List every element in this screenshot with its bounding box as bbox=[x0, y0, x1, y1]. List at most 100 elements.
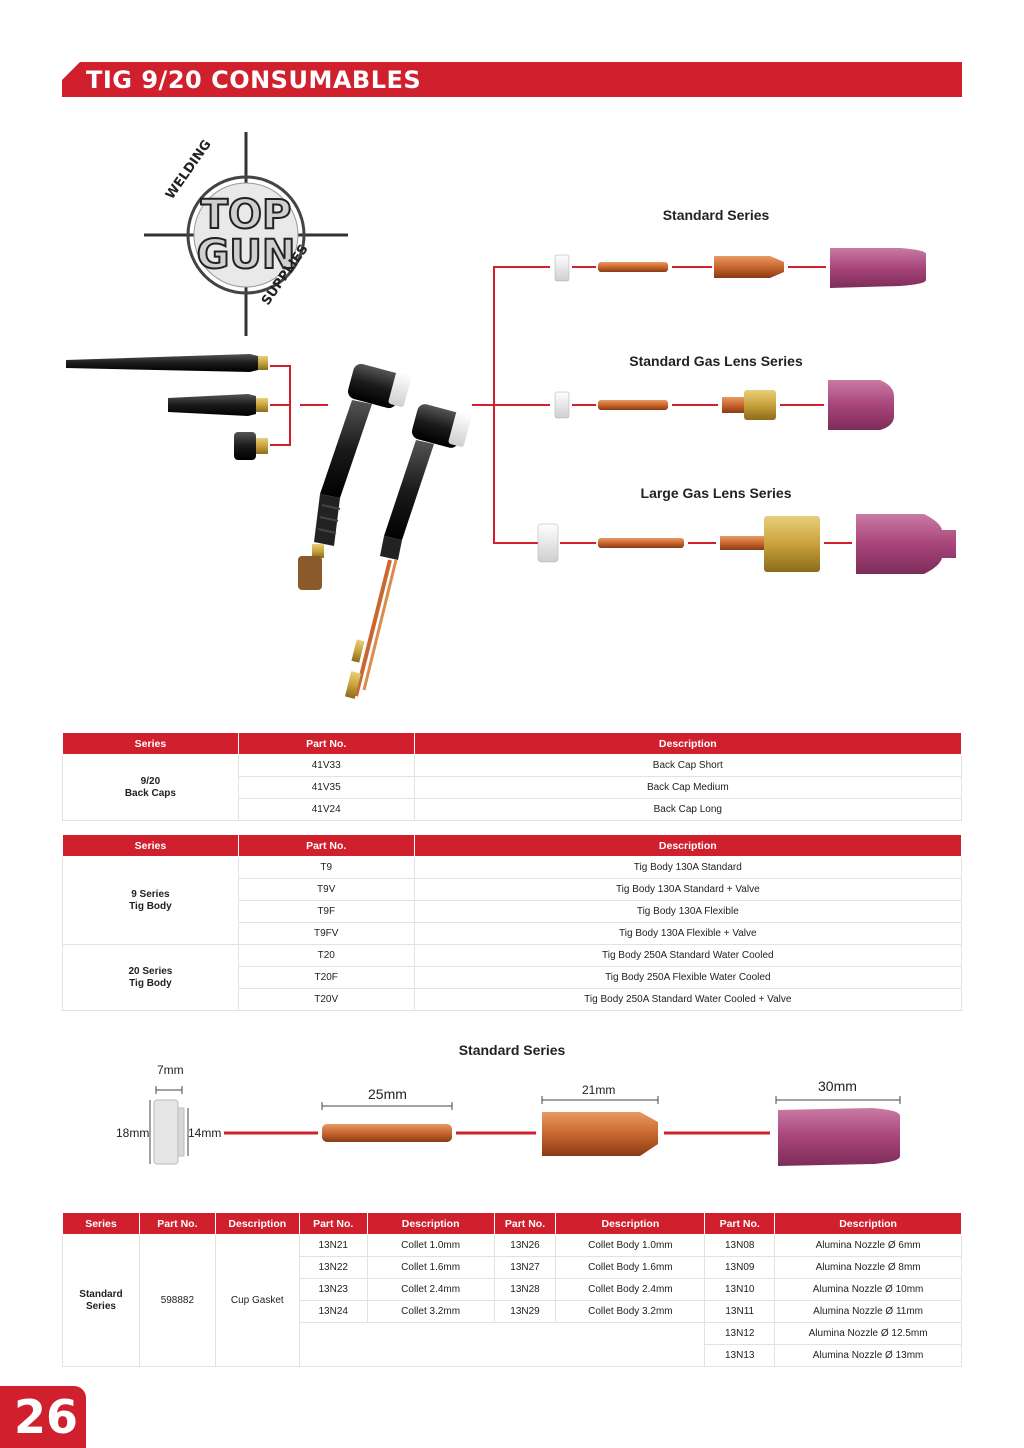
logo-word-top: TOP bbox=[201, 192, 292, 238]
part-cell: T9 bbox=[237, 856, 415, 879]
collet-drawing bbox=[321, 1102, 453, 1142]
dimensions-title: Standard Series bbox=[458, 1042, 566, 1058]
group-cell-9-series: 9 Series Tig Body bbox=[62, 856, 239, 945]
part-cell: 41V24 bbox=[237, 798, 415, 821]
col-header-part: Part No. bbox=[237, 834, 415, 857]
desc-cell: Collet 2.4mm bbox=[366, 1278, 495, 1301]
col-header-part: Part No. bbox=[138, 1212, 216, 1235]
cup-gasket-drawing bbox=[149, 1086, 189, 1165]
table-row: Standard Series 598882 Cup Gasket 13N21 … bbox=[62, 1234, 962, 1367]
empty-cell bbox=[298, 1322, 706, 1367]
back-caps-table: Series Part No. Description 9/20 Back Ca… bbox=[62, 732, 963, 821]
gasket-part-cell: 598882 bbox=[138, 1234, 216, 1367]
part-cell: 13N12 bbox=[704, 1322, 776, 1345]
col-header-part: Part No. bbox=[704, 1212, 776, 1235]
desc-cell: Tig Body 250A Flexible Water Cooled bbox=[413, 966, 963, 989]
col-header-series: Series bbox=[62, 834, 239, 857]
table-row: T20V Tig Body 250A Standard Water Cooled… bbox=[63, 988, 963, 1011]
collet-body-drawing bbox=[541, 1096, 659, 1156]
desc-cell: Back Cap Long bbox=[413, 798, 963, 821]
table-row: 13N13 Alumina Nozzle Ø 13mm bbox=[63, 1344, 962, 1367]
tig-body-9-series bbox=[298, 363, 412, 590]
part-cell: 13N29 bbox=[493, 1300, 557, 1323]
col-header-description: Description bbox=[413, 834, 963, 857]
col-header-description: Description bbox=[366, 1212, 495, 1235]
standard-series-table: Series Part No. Description Part No. Des… bbox=[62, 1212, 962, 1367]
desc-cell: Collet 1.0mm bbox=[366, 1234, 495, 1257]
col-header-description: Description bbox=[214, 1212, 300, 1235]
tig-body-20-series bbox=[345, 404, 472, 699]
desc-cell: Alumina Nozzle Ø 11mm bbox=[774, 1300, 962, 1323]
desc-cell: Alumina Nozzle Ø 8mm bbox=[774, 1256, 962, 1279]
consumables-diagram: TOP GUN WELDING SUPPLIES bbox=[66, 132, 956, 699]
desc-cell: Alumina Nozzle Ø 6mm bbox=[774, 1234, 962, 1257]
part-cell: 41V33 bbox=[237, 754, 415, 777]
desc-cell: Back Cap Short bbox=[413, 754, 963, 777]
table-row: 9/20 Back Caps 41V33 Back Cap Short bbox=[62, 754, 963, 821]
page-number-badge: 26 bbox=[0, 1386, 86, 1448]
brand-logo: TOP GUN WELDING SUPPLIES bbox=[144, 132, 348, 336]
part-cell: T9FV bbox=[237, 922, 415, 945]
group-cell: Standard Series bbox=[62, 1234, 140, 1367]
col-header-part: Part No. bbox=[493, 1212, 557, 1235]
col-header-part: Part No. bbox=[298, 1212, 368, 1235]
desc-cell: Alumina Nozzle Ø 12.5mm bbox=[774, 1322, 962, 1345]
part-cell: 13N10 bbox=[704, 1278, 776, 1301]
part-cell: 13N08 bbox=[704, 1234, 776, 1257]
part-cell: T9F bbox=[237, 900, 415, 923]
desc-cell: Collet Body 2.4mm bbox=[555, 1278, 706, 1301]
part-cell: 13N11 bbox=[704, 1300, 776, 1323]
part-cell: 13N22 bbox=[298, 1256, 368, 1279]
gasket-inner-label: 14mm bbox=[188, 1126, 222, 1140]
gasket-outer-label: 18mm bbox=[116, 1126, 150, 1140]
page-title-bar: TIG 9/20 CONSUMABLES bbox=[62, 62, 962, 97]
col-header-part: Part No. bbox=[237, 732, 415, 755]
desc-cell: Alumina Nozzle Ø 13mm bbox=[774, 1344, 962, 1367]
gas-lens-series-label: Standard Gas Lens Series bbox=[629, 353, 803, 369]
desc-cell: Collet Body 3.2mm bbox=[555, 1300, 706, 1323]
standard-series-label: Standard Series bbox=[662, 207, 770, 223]
table-row: 20 Series Tig Body T20 Tig Body 250A Sta… bbox=[62, 944, 963, 1011]
nozzle-length-label: 30mm bbox=[818, 1078, 857, 1094]
part-cell: T9V bbox=[237, 878, 415, 901]
tig-body-table: Series Part No. Description 9 Series Tig… bbox=[62, 834, 963, 1011]
part-cell: 13N26 bbox=[493, 1234, 557, 1257]
desc-cell: Collet 1.6mm bbox=[366, 1256, 495, 1279]
part-cell: T20 bbox=[237, 944, 415, 967]
part-cell: T20V bbox=[237, 988, 415, 1011]
col-header-description: Description bbox=[774, 1212, 962, 1235]
part-cell: 13N21 bbox=[298, 1234, 368, 1257]
large-gas-lens-series-label: Large Gas Lens Series bbox=[640, 485, 792, 501]
back-cap-long bbox=[66, 354, 268, 372]
page-title: TIG 9/20 CONSUMABLES bbox=[86, 66, 422, 94]
desc-cell: Collet Body 1.6mm bbox=[555, 1256, 706, 1279]
part-cell: 13N13 bbox=[704, 1344, 776, 1367]
nozzle-drawing bbox=[775, 1096, 901, 1166]
part-cell: 41V35 bbox=[237, 776, 415, 799]
gasket-desc-cell: Cup Gasket bbox=[214, 1234, 300, 1367]
desc-cell: Tig Body 130A Flexible + Valve bbox=[413, 922, 963, 945]
gas-lens-series-row bbox=[554, 380, 894, 430]
col-header-series: Series bbox=[62, 1212, 140, 1235]
table-row: 9 Series Tig Body T9 Tig Body 130A Stand… bbox=[62, 856, 963, 945]
standard-series-row bbox=[554, 248, 926, 288]
desc-cell: Tig Body 250A Standard Water Cooled + Va… bbox=[413, 988, 963, 1011]
desc-cell: Tig Body 250A Standard Water Cooled bbox=[413, 944, 963, 967]
group-cell: 9/20 Back Caps bbox=[62, 754, 239, 821]
group-cell-20-series: 20 Series Tig Body bbox=[62, 944, 239, 1011]
desc-cell: Tig Body 130A Standard bbox=[413, 856, 963, 879]
page-number: 26 bbox=[14, 1390, 79, 1444]
part-cell: 13N28 bbox=[493, 1278, 557, 1301]
collet-length-label: 25mm bbox=[368, 1086, 407, 1102]
part-cell: T20F bbox=[237, 966, 415, 989]
part-cell: 13N24 bbox=[298, 1300, 368, 1323]
table-row: 41V24 Back Cap Long bbox=[63, 798, 963, 821]
part-cell: 13N27 bbox=[493, 1256, 557, 1279]
desc-cell: Alumina Nozzle Ø 10mm bbox=[774, 1278, 962, 1301]
gasket-width-label: 7mm bbox=[157, 1063, 184, 1077]
col-header-description: Description bbox=[555, 1212, 706, 1235]
desc-cell: Back Cap Medium bbox=[413, 776, 963, 799]
desc-cell: Collet Body 1.0mm bbox=[555, 1234, 706, 1257]
desc-cell: Collet 3.2mm bbox=[366, 1300, 495, 1323]
desc-cell: Tig Body 130A Flexible bbox=[413, 900, 963, 923]
